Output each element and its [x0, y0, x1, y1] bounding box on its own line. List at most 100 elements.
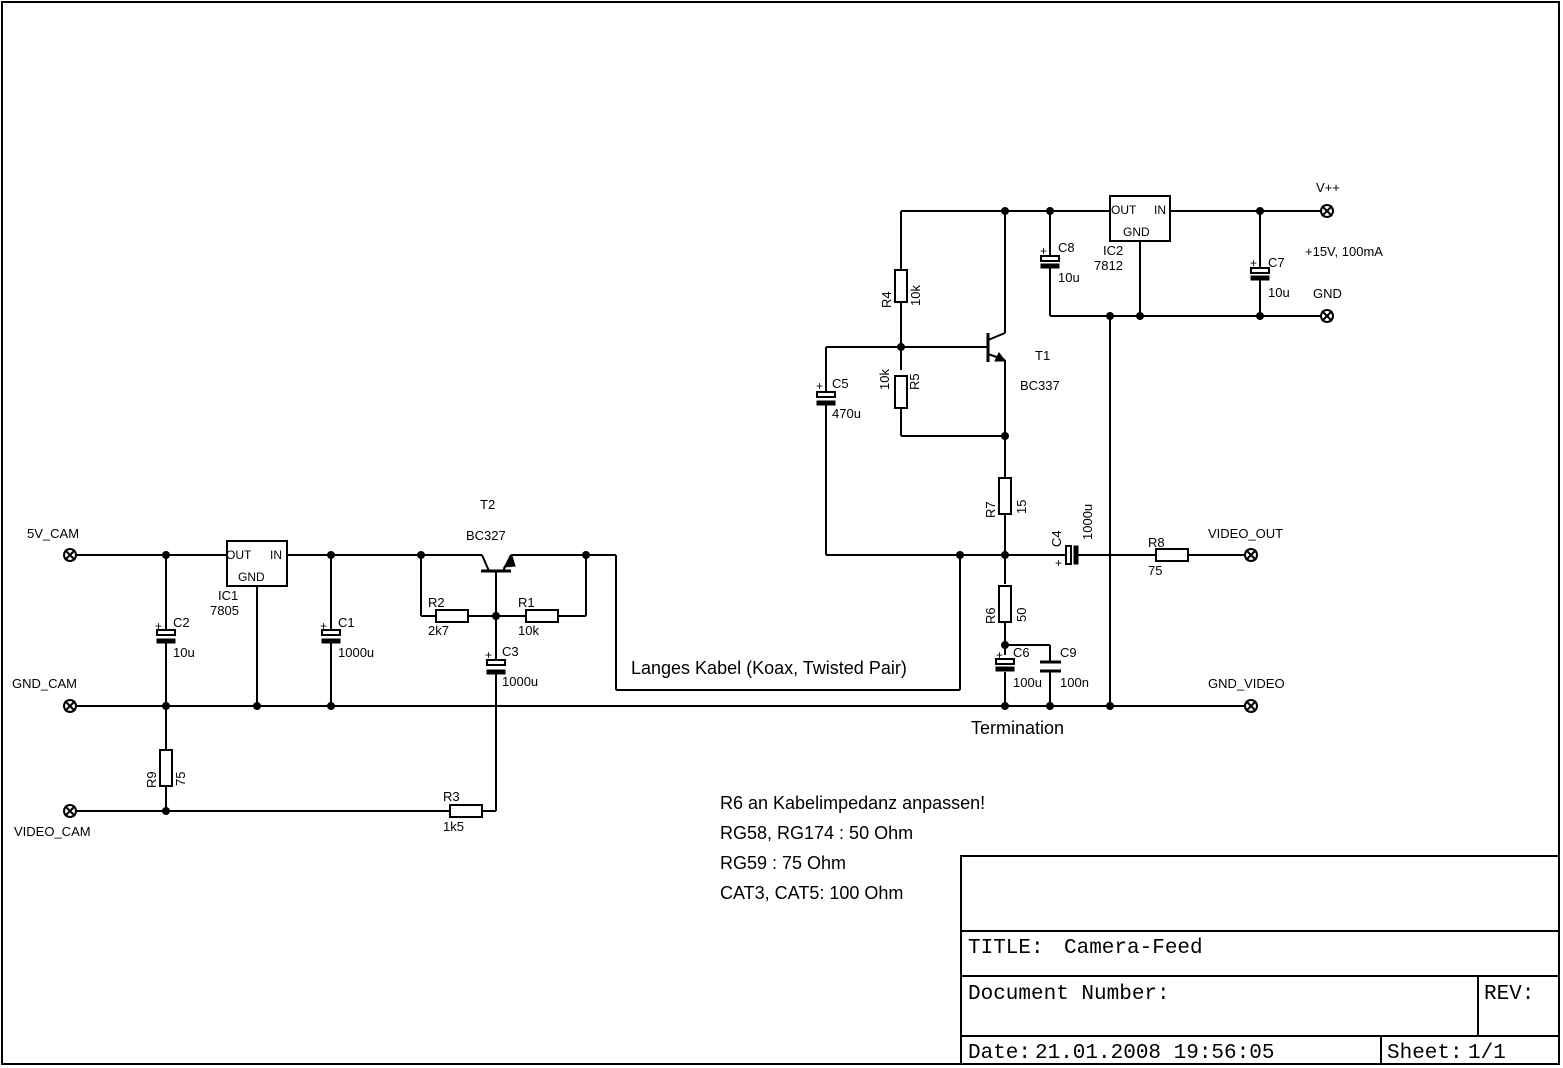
svg-text:100n: 100n [1060, 675, 1089, 690]
svg-text:10u: 10u [1058, 270, 1080, 285]
connector-video-cam: VIDEO_CAM [14, 804, 91, 839]
ic2-name: IC2 [1103, 243, 1123, 258]
connector-gnd: GND [1313, 286, 1342, 323]
svg-text:+: + [1055, 556, 1062, 570]
gnd-cam-label: GND_CAM [12, 676, 77, 691]
supply-note: +15V, 100mA [1305, 244, 1383, 259]
capacitor-c6: + C6 100u [995, 645, 1042, 690]
svg-text:1k5: 1k5 [443, 819, 464, 834]
connector-gnd-cam: GND_CAM [12, 676, 77, 713]
ic1-regulator: OUT IN GND IC1 7805 [210, 540, 288, 618]
svg-text:+: + [1040, 244, 1047, 258]
svg-text:C6: C6 [1013, 645, 1030, 660]
connector-video-out: VIDEO_OUT [1208, 526, 1283, 562]
svg-text:10u: 10u [173, 645, 195, 660]
junction-dots [162, 207, 1264, 815]
svg-text:C2: C2 [173, 615, 190, 630]
gnd-video-label: GND_VIDEO [1208, 676, 1285, 691]
video-out-label: VIDEO_OUT [1208, 526, 1283, 541]
svg-text:470u: 470u [832, 406, 861, 421]
capacitor-c5: + C5 470u [816, 376, 861, 421]
svg-text:75: 75 [173, 772, 188, 786]
svg-text:10k: 10k [518, 623, 539, 638]
5v-cam-label: 5V_CAM [27, 526, 79, 541]
title-block: TITLE: Camera-Feed Document Number: REV:… [960, 855, 1560, 1065]
svg-text:100u: 100u [1013, 675, 1042, 690]
notes-block: R6 an Kabelimpedanz anpassen! RG58, RG17… [720, 793, 985, 903]
v-pos-label: V++ [1316, 180, 1340, 195]
resistor-r4: R4 10k [879, 269, 923, 308]
capacitor-c1: + C1 1000u [320, 615, 374, 660]
svg-text:CAT3, CAT5: 100 Ohm: CAT3, CAT5: 100 Ohm [720, 883, 903, 903]
svg-text:RG59 : 75 Ohm: RG59 : 75 Ohm [720, 853, 846, 873]
svg-text:IN: IN [270, 548, 282, 562]
transistor-t2: T2 BC327 [466, 497, 516, 573]
svg-text:1000u: 1000u [338, 645, 374, 660]
t2-name: T2 [480, 497, 495, 512]
transistor-t1: T1 BC337 [986, 332, 1060, 393]
connector-gnd-video: GND_VIDEO [1208, 676, 1285, 713]
svg-text:+: + [485, 648, 492, 662]
sheet-value: 1/1 [1468, 1042, 1506, 1065]
resistor-r8: R8 75 [1148, 535, 1189, 578]
ic1-value: 7805 [210, 603, 239, 618]
title-label: TITLE: [968, 937, 1044, 960]
cable-label: Langes Kabel (Koax, Twisted Pair) [631, 658, 907, 678]
capacitor-c3: + C3 1000u [485, 644, 538, 689]
sheet-label: Sheet: [1387, 1042, 1463, 1065]
svg-text:C5: C5 [832, 376, 849, 391]
date-value: 21.01.2008 19:56:05 [1035, 1042, 1274, 1065]
resistor-r7: R7 15 [983, 477, 1029, 518]
gnd-label: GND [1313, 286, 1342, 301]
capacitor-c8: + C8 10u [1040, 240, 1080, 285]
capacitor-c7: + C7 10u [1250, 255, 1290, 300]
t2-value: BC327 [466, 528, 506, 543]
svg-text:C3: C3 [502, 644, 519, 659]
svg-text:R6: R6 [983, 607, 998, 624]
svg-text:50: 50 [1014, 608, 1029, 622]
svg-text:75: 75 [1148, 563, 1162, 578]
svg-text:10u: 10u [1268, 285, 1290, 300]
resistor-r2: R2 2k7 [428, 595, 469, 638]
resistor-r3: R3 1k5 [443, 789, 483, 834]
svg-text:R1: R1 [518, 595, 535, 610]
svg-text:C9: C9 [1060, 645, 1077, 660]
ic1-name: IC1 [218, 588, 238, 603]
svg-text:2k7: 2k7 [428, 623, 449, 638]
svg-text:R5: R5 [907, 373, 922, 390]
ic2-value: 7812 [1094, 258, 1123, 273]
svg-text:OUT: OUT [1111, 203, 1137, 217]
svg-text:R6 an Kabelimpedanz anpassen!: R6 an Kabelimpedanz anpassen! [720, 793, 985, 813]
t1-value: BC337 [1020, 378, 1060, 393]
svg-text:R9: R9 [144, 771, 159, 788]
wires [76, 210, 1320, 812]
ic2-regulator: OUT IN GND IC2 7812 [1094, 195, 1171, 273]
capacitor-c9: C9 100n [1040, 645, 1089, 690]
svg-text:10k: 10k [877, 369, 892, 390]
svg-text:R8: R8 [1148, 535, 1165, 550]
svg-text:R7: R7 [983, 501, 998, 518]
svg-text:C4: C4 [1049, 530, 1064, 547]
resistor-r1: R1 10k [518, 595, 559, 638]
svg-text:IN: IN [1154, 203, 1166, 217]
resistor-r5: 10k R5 [877, 369, 922, 409]
video-cam-label: VIDEO_CAM [14, 824, 91, 839]
capacitor-c4: + C4 1000u [1049, 504, 1095, 570]
docnum-label: Document Number: [968, 983, 1170, 1006]
svg-text:1000u: 1000u [502, 674, 538, 689]
svg-text:1000u: 1000u [1080, 504, 1095, 540]
svg-text:R4: R4 [879, 291, 894, 308]
svg-text:C7: C7 [1268, 255, 1285, 270]
resistor-r6: R6 50 [983, 585, 1029, 624]
svg-text:+: + [1250, 256, 1257, 270]
connector-v-pos: V++ [1316, 180, 1340, 218]
svg-text:R2: R2 [428, 595, 445, 610]
svg-text:GND: GND [1123, 225, 1150, 239]
resistor-r9: R9 75 [144, 749, 188, 788]
svg-text:+: + [320, 619, 327, 633]
date-label: Date: [968, 1042, 1031, 1065]
svg-text:C1: C1 [338, 615, 355, 630]
capacitor-c2: + C2 10u [155, 615, 195, 660]
